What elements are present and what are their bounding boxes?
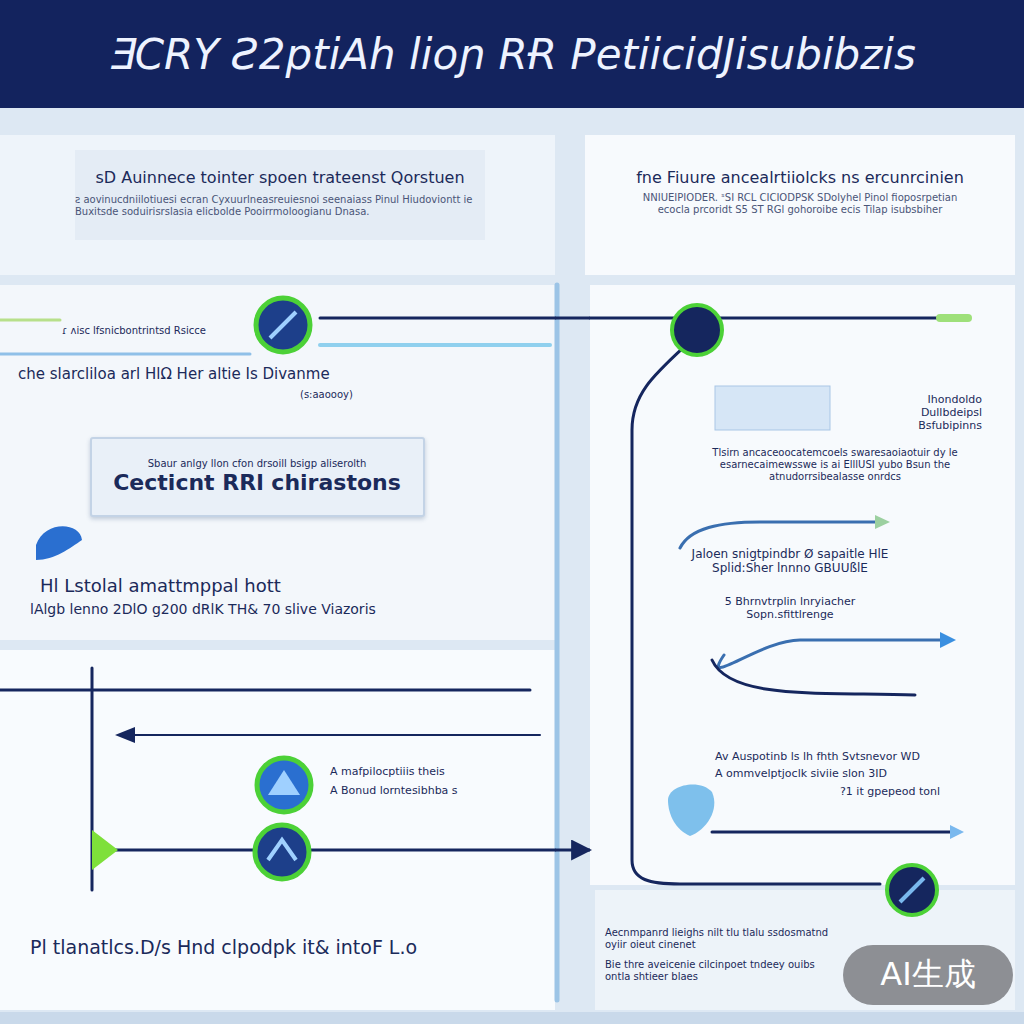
flow-line	[590, 317, 940, 320]
connector	[555, 849, 590, 852]
arrow-head	[950, 825, 964, 839]
body-text: A ommvelptjoclk siviie slon 3ID	[715, 767, 995, 780]
body-text: 5 Bhrnvtrplin lnryiacher Sopn.sfittlreng…	[705, 595, 875, 621]
panel: fne Fiuure ancealrtiiolcks ns ercunrcini…	[585, 140, 1015, 275]
body-text: ƨ aovinucdniilotiuesi ecran Cyxuurlneasr…	[75, 194, 485, 218]
curved-arrow	[712, 660, 915, 695]
panel: A mafpilocptiiis theis A Bonud lorntesibh…	[0, 650, 555, 1010]
leaf-icon	[36, 526, 82, 560]
drop-icon	[668, 784, 714, 836]
panel	[0, 285, 555, 640]
flow-line	[712, 831, 955, 834]
curved-arrow	[719, 640, 945, 667]
title: ƎCRY Ƨ2ptiAh lioɲ RɌ PetiicidJisubibzis	[0, 0, 1024, 108]
arrow-head	[875, 515, 890, 529]
body-text: Tlsirn ancaceoocatemcoels swaresaoiaotui…	[685, 447, 985, 483]
panel: Sbaur anlgy llon cfon drsoill bsigp alis…	[0, 285, 555, 640]
body-text: Pl tlanatlcs.D/s Hnd clpodpk it& intoF L…	[30, 936, 540, 959]
process-box: Sbaur anlgy llon cfon drsoill bsigp alis…	[90, 437, 425, 517]
panel	[585, 135, 1015, 275]
body-text: lAlgb lenno 2DlO g200 dRlK TH& 70 slive …	[30, 601, 530, 618]
flow-line	[632, 335, 880, 884]
arrow-head	[115, 727, 135, 743]
body-text: (s:aaoooy)	[300, 389, 390, 401]
guide-line	[555, 285, 560, 1000]
arrow-head	[92, 830, 118, 870]
panel: Ihondoldo Dullbdeipsl BsfubipinnsTlsirn …	[590, 285, 1015, 1010]
body-text: Hl Lstolal amattmppal hott	[40, 575, 360, 597]
guide-line	[0, 319, 60, 322]
body-text: Av Auspotinb ls lh fhth Svtsnevor WD	[715, 750, 995, 763]
body-text: NNIUEIPIODER. ˢSI RCL CICIODPSK SDolyhel…	[630, 192, 970, 216]
heading-text: fne Fiuure ancealrtiiolcks ns ercunrcini…	[620, 168, 980, 187]
flow-line	[0, 689, 530, 692]
flow-line	[95, 849, 555, 852]
panel-inset	[75, 150, 485, 240]
curved-arrow	[680, 522, 875, 548]
body-text: Aecnmpanrd lieighs nilt tlu tlalu ssdosm…	[605, 927, 840, 951]
body-text: Cecticnt RRl chirastons	[113, 470, 401, 496]
body-text: ?1 it gpepeod tonl	[840, 785, 990, 798]
body-text: che slarcliloa arl HlΩ Her altie Is Diva…	[18, 365, 388, 383]
panel	[0, 135, 555, 275]
panel: sD Auinnece tointer spoen trateenst Qors…	[0, 140, 555, 275]
footer-band	[0, 1012, 1024, 1024]
heading-text: Ihondoldo Dullbdeipsl Bsfubipinns	[882, 393, 982, 433]
arrow-head	[940, 632, 956, 648]
body-text: Bie thre aveicenie cilcinpoet tndeey oui…	[605, 959, 840, 983]
panel	[0, 650, 555, 1010]
flow-line	[320, 317, 555, 320]
panel	[595, 890, 1015, 1010]
heading-text: Sbaur anlgy llon cfon drsoill bsigp alis…	[148, 458, 367, 470]
panel	[590, 285, 1015, 885]
heading-text: sD Auinnece tointer spoen trateenst Qors…	[70, 168, 490, 187]
flow-end	[940, 314, 968, 322]
device-icon	[715, 386, 830, 430]
body-text: Jaloen snigtpindbr Ø sapaitle HlE Splid:…	[685, 547, 895, 576]
body-text: A Bonud lorntesibhba s	[330, 784, 510, 797]
heading-text: A mafpilocptiiis theis	[330, 765, 510, 778]
flow-line	[125, 734, 540, 736]
watermark: AI生成	[843, 945, 1013, 1005]
guide-line	[320, 343, 550, 347]
guide-line	[0, 353, 250, 356]
title-bar	[0, 0, 1024, 108]
connector	[555, 317, 590, 320]
heading-text: ɾ ʌisc lfsnicbontrintsd Rsicce	[62, 325, 252, 337]
